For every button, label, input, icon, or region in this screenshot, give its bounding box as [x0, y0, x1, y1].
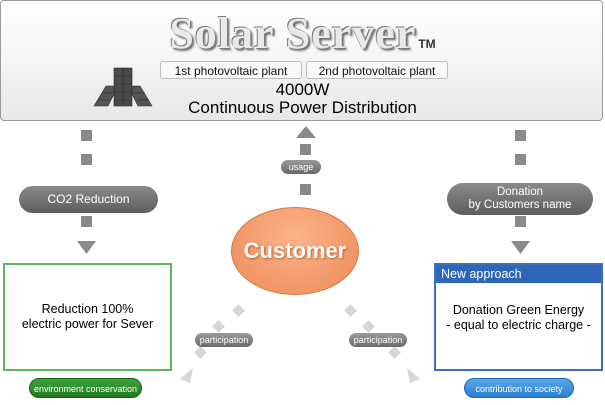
- environment-conservation-tag: environment conservation: [29, 378, 142, 398]
- plant-1-button[interactable]: 1st photovoltaic plant: [160, 61, 302, 79]
- trademark-mark: TM: [418, 37, 436, 51]
- reduction-line-1: Reduction 100%: [41, 302, 134, 316]
- center-connector: [296, 126, 316, 195]
- reduction-box: [3, 263, 172, 371]
- left-participation-arrow-icon: [180, 368, 193, 383]
- customer-node: Customer: [231, 207, 359, 295]
- right-arrow-down-icon: [511, 241, 530, 254]
- co2-reduction-pill: CO2 Reduction: [19, 186, 158, 213]
- left-connector: [77, 130, 96, 254]
- title-text: Solar Server: [169, 9, 417, 58]
- reduction-line-2: electric power for Sever: [21, 317, 154, 331]
- right-participation-arrow-icon: [407, 368, 420, 383]
- new-approach-header: New approach: [436, 265, 601, 283]
- participation-connectors: [180, 304, 420, 383]
- participation-left-pill: participation: [195, 333, 253, 347]
- donation-green-energy-line: Donation Green Energy: [452, 303, 585, 317]
- donation-line-1: Donation: [496, 186, 544, 198]
- new-approach-text: Donation Green Energy - equal to electri…: [434, 303, 603, 333]
- usage-pill: usage: [281, 160, 321, 174]
- reduction-box-text: Reduction 100% electric power for Sever: [3, 302, 172, 332]
- plant-2-button[interactable]: 2nd photovoltaic plant: [306, 61, 448, 79]
- power-output: 4000W: [275, 80, 330, 99]
- right-connector: [511, 130, 530, 254]
- donation-pill: Donation by Customers name: [447, 183, 593, 215]
- solar-panel-icon: [93, 67, 153, 107]
- center-arrow-up-icon: [296, 126, 316, 138]
- contribution-to-society-tag: contribution to society: [464, 378, 574, 398]
- donation-line-2: by Customers name: [468, 199, 572, 211]
- left-arrow-down-icon: [77, 241, 96, 254]
- banner-subtitle: Continuous Power Distribution: [188, 98, 417, 117]
- electric-charge-line: - equal to electric charge -: [446, 318, 591, 332]
- participation-right-pill: participation: [349, 333, 407, 347]
